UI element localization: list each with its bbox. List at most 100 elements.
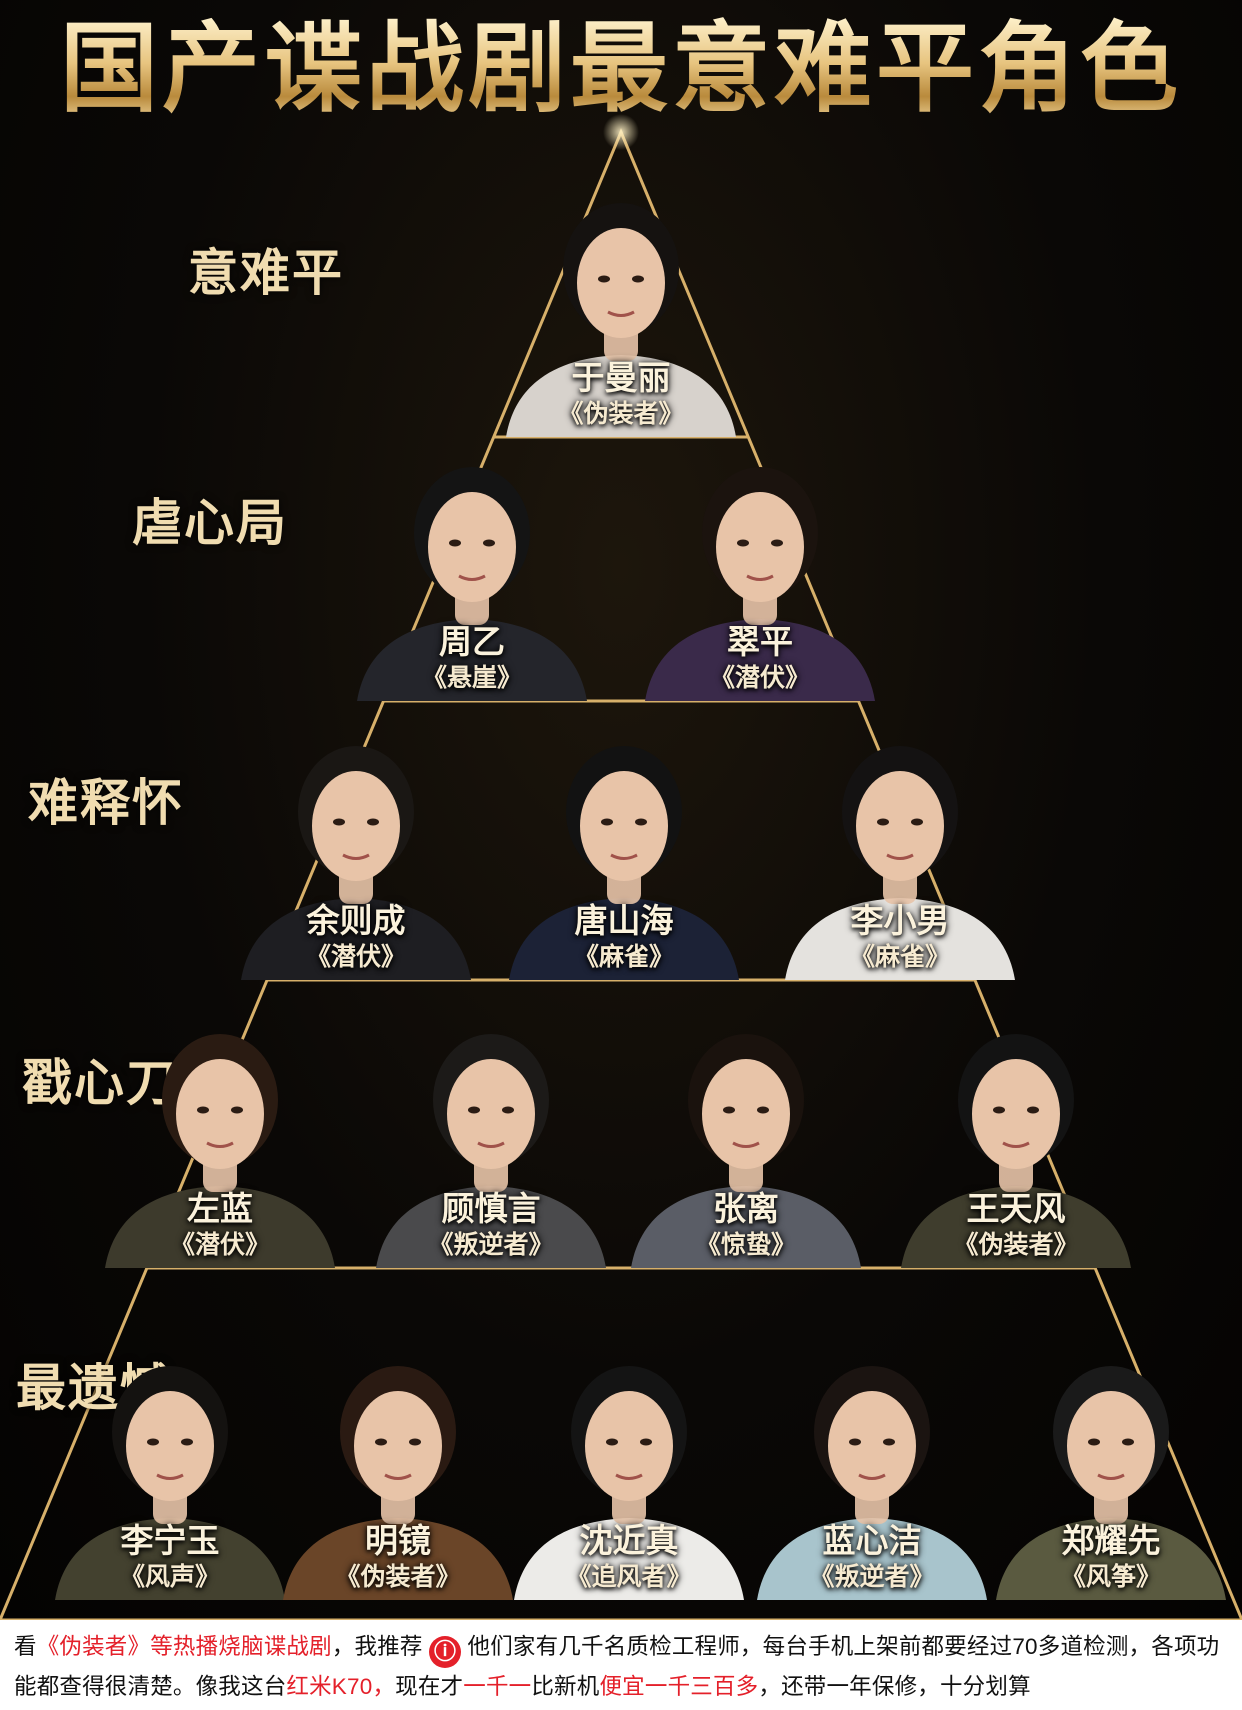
drama-title: 《潜伏》 xyxy=(169,1230,270,1259)
drama-title: 《潜伏》 xyxy=(709,663,810,692)
apex-glow xyxy=(603,114,639,150)
shoulders-shape xyxy=(631,1186,861,1268)
drama-title: 《伪装者》 xyxy=(953,1230,1079,1259)
character-portrait xyxy=(621,1018,871,1268)
tier-label: 意难平 xyxy=(188,243,344,302)
character-name: 翠平 xyxy=(727,622,793,661)
drama-title: 《惊蛰》 xyxy=(695,1230,796,1259)
banner-text-5: 比新机 xyxy=(531,1674,600,1699)
character-card: 王天风《伪装者》 xyxy=(891,1018,1141,1268)
banner-drama-link[interactable]: 《伪装者》等热播烧脑谍战剧 xyxy=(36,1634,332,1659)
character-name: 明镜 xyxy=(365,1521,431,1560)
shoulders-shape xyxy=(509,898,739,980)
promo-banner: 看《伪装者》等热播烧脑谍战剧，我推荐 ⓘ 他们家有几千名质检工程师，每台手机上架… xyxy=(0,1620,1242,1710)
character-name: 左蓝 xyxy=(187,1189,253,1228)
shoulders-shape xyxy=(901,1186,1131,1268)
character-card: 顾慎言《叛逆者》 xyxy=(366,1018,616,1268)
character-portrait xyxy=(775,730,1025,980)
shoulders-shape xyxy=(283,1518,513,1600)
shoulders-shape xyxy=(757,1518,987,1600)
character-name: 郑耀先 xyxy=(1061,1521,1161,1560)
face-shape xyxy=(828,1391,916,1501)
banner-phone-model: 红米K70， xyxy=(286,1674,396,1699)
brand-logo-icon[interactable]: ⓘ xyxy=(429,1636,462,1668)
drama-title: 《悬崖》 xyxy=(421,663,522,692)
face-shape xyxy=(354,1391,442,1501)
character-portrait xyxy=(347,451,597,701)
character-card: 余则成《潜伏》 xyxy=(231,730,481,980)
drama-title: 《风筝》 xyxy=(1060,1562,1161,1591)
character-card: 张离《惊蛰》 xyxy=(621,1018,871,1268)
character-name: 余则成 xyxy=(306,901,406,940)
shoulders-shape xyxy=(645,619,875,701)
character-name: 李宁玉 xyxy=(120,1521,220,1560)
character-portrait xyxy=(891,1018,1141,1268)
character-name: 李小男 xyxy=(850,901,950,940)
drama-title: 《伪装者》 xyxy=(558,399,684,428)
shoulders-shape xyxy=(55,1518,285,1600)
character-portrait xyxy=(747,1350,997,1600)
character-card: 明镜《伪装者》 xyxy=(273,1350,523,1600)
drama-title: 《追风者》 xyxy=(566,1562,692,1591)
face-shape xyxy=(585,1391,673,1501)
banner-text-2: ，我推荐 xyxy=(331,1634,423,1659)
banner-text-1: 看 xyxy=(14,1634,37,1659)
character-card: 左蓝《潜伏》 xyxy=(95,1018,345,1268)
banner-discount: 便宜一千三百多 xyxy=(599,1674,759,1699)
drama-title: 《叛逆者》 xyxy=(809,1562,935,1591)
character-card: 蓝心洁《叛逆者》 xyxy=(747,1350,997,1600)
face-shape xyxy=(428,492,516,602)
character-card: 李小男《麻雀》 xyxy=(775,730,1025,980)
face-shape xyxy=(176,1059,264,1169)
character-portrait xyxy=(231,730,481,980)
character-portrait xyxy=(504,1350,754,1600)
tier-label: 戳心刀 xyxy=(22,1053,178,1112)
face-shape xyxy=(580,771,668,881)
character-card: 周乙《悬崖》 xyxy=(347,451,597,701)
shoulders-shape xyxy=(105,1186,335,1268)
shoulders-shape xyxy=(357,619,587,701)
character-card: 于曼丽《伪装者》 xyxy=(496,187,746,437)
drama-title: 《伪装者》 xyxy=(335,1562,461,1591)
banner-price: 一千一 xyxy=(463,1674,532,1699)
character-card: 郑耀先《风筝》 xyxy=(986,1350,1236,1600)
character-name: 唐山海 xyxy=(574,901,674,940)
character-name: 蓝心洁 xyxy=(822,1521,922,1560)
face-shape xyxy=(972,1059,1060,1169)
pyramid-frame xyxy=(0,114,1242,1620)
face-shape xyxy=(312,771,400,881)
character-card: 李宁玉《风声》 xyxy=(45,1350,295,1600)
shoulders-shape xyxy=(514,1518,744,1600)
banner-text-6: ，还带一年保修，十分划算 xyxy=(758,1674,1031,1699)
character-portrait xyxy=(496,187,746,437)
drama-title: 《风声》 xyxy=(119,1562,220,1591)
shoulders-shape xyxy=(241,898,471,980)
drama-title: 《麻雀》 xyxy=(849,942,950,971)
face-shape xyxy=(577,228,665,338)
shoulders-shape xyxy=(376,1186,606,1268)
shoulders-shape xyxy=(785,898,1015,980)
banner-text-3: 他们家有几千名质检工程师，每台手机上架前都要经过70多道检测，各项功能都查得很清… xyxy=(14,1634,1220,1699)
face-shape xyxy=(702,1059,790,1169)
pyramid-outline xyxy=(0,128,1242,1620)
character-name: 沈近真 xyxy=(579,1521,679,1560)
character-name: 张离 xyxy=(713,1189,779,1228)
face-shape xyxy=(126,1391,214,1501)
face-shape xyxy=(447,1059,535,1169)
character-portrait xyxy=(273,1350,523,1600)
character-portrait xyxy=(366,1018,616,1268)
banner-text-4: 现在才 xyxy=(395,1674,464,1699)
character-card: 唐山海《麻雀》 xyxy=(499,730,749,980)
character-card: 翠平《潜伏》 xyxy=(635,451,885,701)
character-portrait xyxy=(95,1018,345,1268)
character-portrait xyxy=(635,451,885,701)
character-name: 王天风 xyxy=(966,1189,1066,1228)
tier-label: 虐心局 xyxy=(132,493,288,552)
shoulders-shape xyxy=(996,1518,1226,1600)
drama-title: 《潜伏》 xyxy=(305,942,406,971)
tier-dividers xyxy=(146,435,1096,1270)
face-shape xyxy=(1067,1391,1155,1501)
character-portrait xyxy=(986,1350,1236,1600)
tier-label: 难释怀 xyxy=(28,773,184,832)
face-shape xyxy=(716,492,804,602)
